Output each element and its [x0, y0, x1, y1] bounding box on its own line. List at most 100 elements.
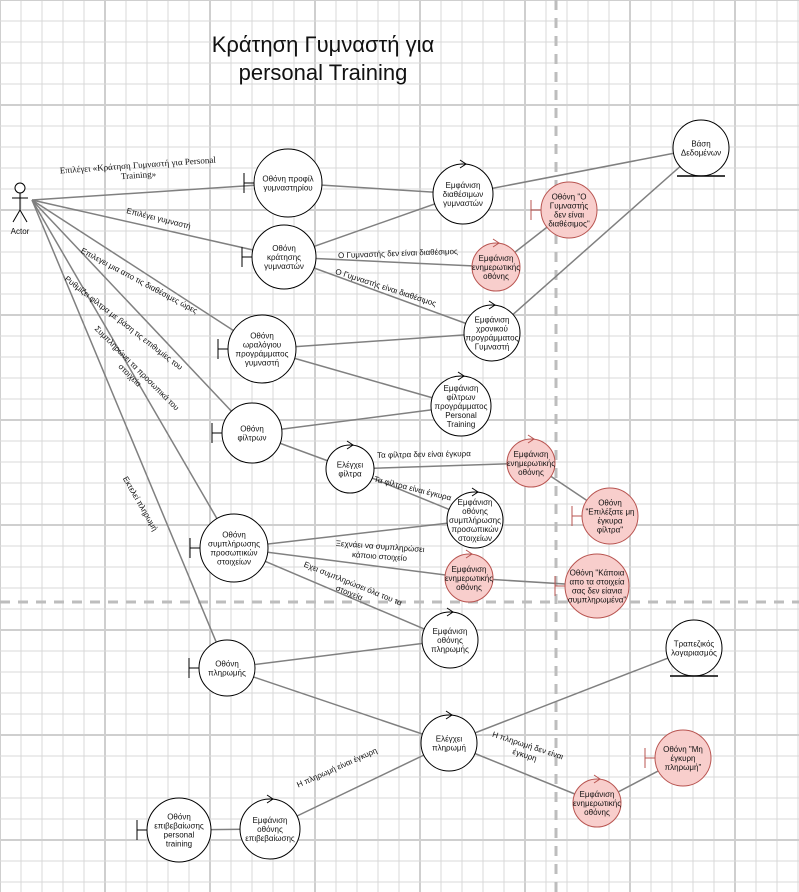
node-label-line: προσωπικών	[451, 525, 498, 534]
control-arrow	[488, 300, 496, 310]
node-label-line: φίλτρα"	[597, 526, 623, 535]
node-label-line: Εμφάνιση	[433, 627, 468, 636]
control-shape	[430, 375, 492, 437]
control-shape	[239, 798, 301, 860]
edge-schedule-showFilters	[261, 348, 462, 407]
node-label-line: training	[166, 840, 192, 849]
node-label-line: πληρωμής	[431, 645, 469, 654]
node-label-line: γυμναστηρίου	[263, 184, 312, 193]
node-label-line: ωραλόγιου	[243, 341, 281, 350]
actor-label: Actor	[11, 227, 30, 236]
control-shape	[432, 163, 494, 225]
control-shape	[420, 714, 478, 772]
node-label-line: Οθόνη	[167, 813, 191, 822]
node-label-line: Εμφάνιση	[514, 450, 549, 459]
edge-filters-showFilters	[251, 405, 462, 434]
node-label-line: οθόνης	[483, 272, 509, 281]
node-label-line: Οθόνη	[240, 425, 264, 434]
node-label-line: χρονικού	[476, 325, 508, 334]
edge-label-e11: Ξεχνάει να συμπληρώσεικάποιο στοιχείο	[335, 539, 425, 564]
node-label-line: Εμφάνιση	[475, 316, 510, 325]
node-label-line: στοιχείων	[217, 558, 251, 567]
control-arrow	[593, 774, 601, 784]
node-label-line: προγράμματος	[466, 334, 519, 343]
node-label-line: ενημερωτικής	[445, 574, 493, 583]
control-arrow	[446, 607, 454, 617]
edge-label-line: Ο Γυμναστής δεν είναι διαθέσιμος	[338, 247, 458, 260]
node-label-line: personal	[164, 831, 195, 840]
control-arrow	[346, 440, 354, 450]
node-label-line: Εμφάνιση	[253, 816, 288, 825]
node-label-line: επιβεβαίωσης	[154, 822, 204, 831]
node-label-line: επιβεβαίωσης	[245, 834, 295, 843]
node-label-line: Οθόνη	[250, 332, 274, 341]
node-label-line: συμπλήρωσης	[449, 516, 501, 525]
edge-checkPayment-bank	[448, 647, 695, 744]
control-arrow	[465, 549, 473, 559]
node-label-line: διαθέσιμος"	[548, 220, 590, 229]
edge-showAvail-db	[462, 147, 702, 195]
node-label-line: συμπλήρωσης	[208, 540, 260, 549]
node-label-line: γυμναστών	[264, 262, 304, 271]
node-label-line: Οθόνη	[598, 499, 622, 508]
node-label-line: κράτησης	[267, 253, 301, 262]
edge-schedule-showSched	[261, 332, 493, 350]
node-label-line: Personal	[445, 411, 477, 420]
node-label-line: Οθόνη "Ο	[552, 193, 587, 202]
node-label-line: σας δεν είανια	[572, 587, 623, 596]
node-label-line: πληρωμή"	[665, 763, 702, 772]
node-label-line: Βάση	[691, 140, 710, 149]
node-label-line: οθόνης	[257, 825, 283, 834]
control-arrow	[471, 487, 479, 497]
node-label-line: έγκυρα	[597, 517, 622, 526]
node-label-line: Ελέγχει	[337, 461, 364, 470]
control-shape	[325, 444, 375, 494]
actor-figure[interactable]: Actor	[11, 182, 30, 236]
node-label-line: γυμναστή	[245, 359, 279, 368]
node-label-line: Εμφάνιση	[452, 565, 487, 574]
actor-leg	[19, 209, 28, 223]
node-label-line: προσωπικών	[210, 549, 257, 558]
edge-label-e13: Η πληρωμή δεν είναιέγκυρη	[488, 730, 564, 771]
node-label-line: απο τα στοιχεία	[570, 578, 625, 587]
node-label-line: πληρωμής	[208, 669, 246, 678]
node-label-line: Οθόνη	[272, 244, 296, 253]
edge-actor-filters	[31, 199, 253, 434]
